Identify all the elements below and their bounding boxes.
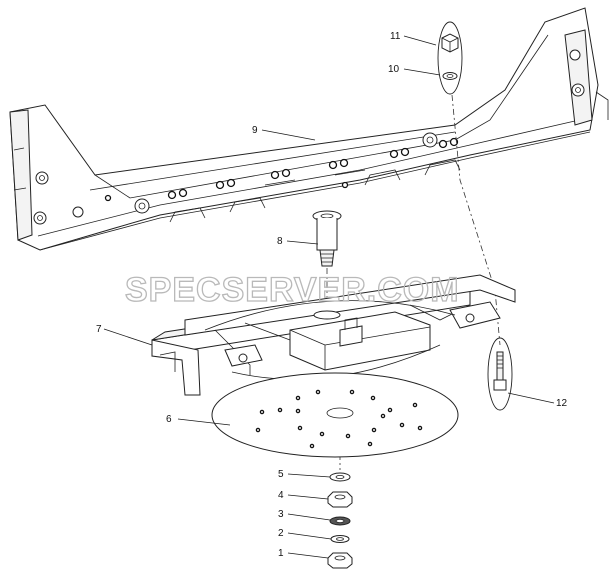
nut-washer-detail (437, 21, 463, 95)
callout-11: 11 (390, 31, 401, 42)
fastener-stack (327, 472, 353, 569)
callout-7: 7 (96, 324, 102, 335)
beam-hole-pairs (104, 137, 459, 202)
callout-2: 2 (278, 528, 284, 539)
callout-1: 1 (278, 548, 284, 559)
watermark-text: SPECSERVER.COM (125, 271, 460, 309)
disk-plate (211, 372, 459, 458)
callout-8: 8 (277, 236, 283, 247)
callout-12: 12 (556, 398, 568, 409)
callout-9: 9 (252, 125, 258, 136)
callout-6: 6 (166, 414, 172, 425)
callout-3: 3 (278, 509, 284, 520)
leader-lines (103, 35, 555, 559)
bolt-detail (487, 337, 513, 411)
subframe (151, 274, 516, 396)
disk-holes (255, 389, 423, 449)
callout-labels: 1 2 3 4 5 6 7 8 9 10 11 12 (96, 31, 568, 559)
callout-4: 4 (278, 490, 284, 501)
crossmember-beam (9, 7, 609, 251)
kingpin (312, 210, 342, 267)
callout-5: 5 (278, 469, 284, 480)
callout-10: 10 (388, 64, 400, 75)
